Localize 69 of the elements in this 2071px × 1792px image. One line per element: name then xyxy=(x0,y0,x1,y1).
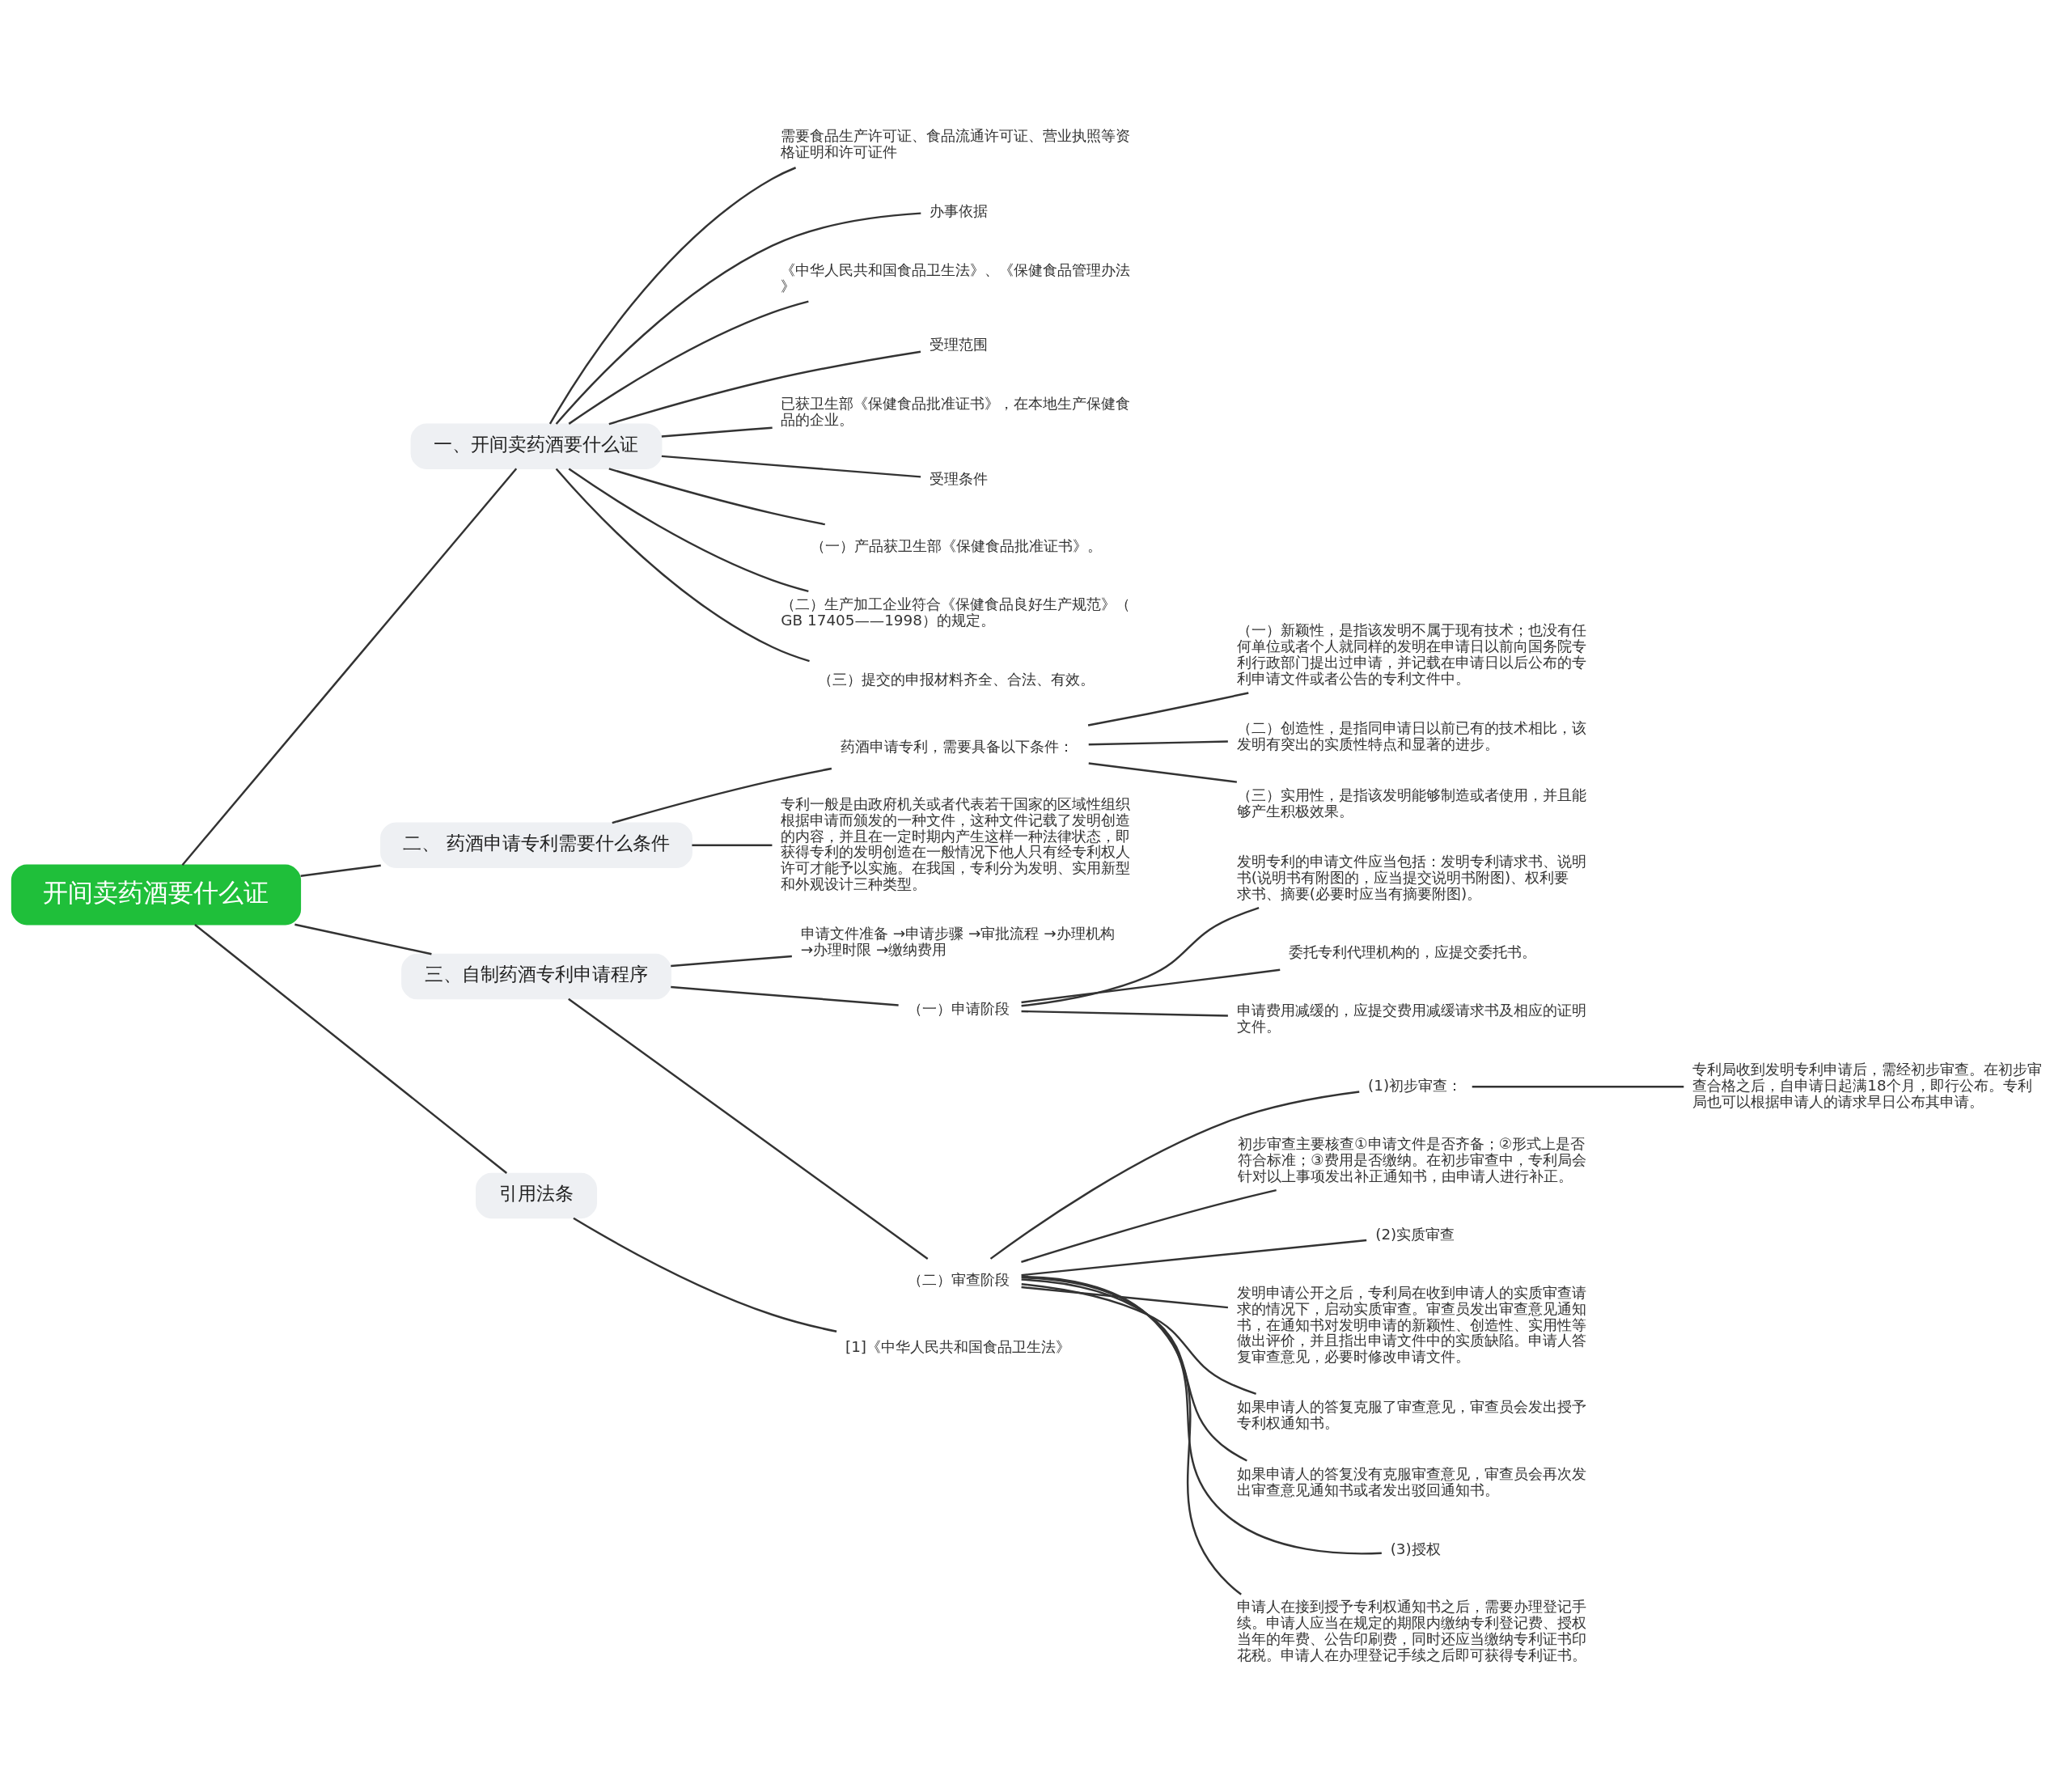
node-text: （三）提交的申报材料齐全、合法、有效。 xyxy=(818,670,1095,688)
connector xyxy=(1087,692,1249,727)
connector xyxy=(989,1091,1360,1260)
node-text: 已获卫生部《保健食品批准证书》，在本地生产保健食品的企业。 xyxy=(781,395,1131,429)
connector xyxy=(1088,740,1228,746)
node-text: （一）申请阶段 xyxy=(907,1000,1010,1018)
connector xyxy=(300,864,381,877)
connector xyxy=(1021,1188,1277,1264)
node-text: 如果申请人的答复克服了审查意见，审查员会发出授予专利权通知书。 xyxy=(1236,1398,1586,1432)
connector xyxy=(671,985,899,1006)
node-text: （一）产品获卫生部《保健食品批准证书》。 xyxy=(811,536,1103,554)
node-text: 专利一般是由政府机关或者代表若干国家的区域性组织根据申请而颁发的一种文件，这种文件记载了发明创造的内容，并且在一定时期内产生这样一种法律状态，即获得专利的发明创造在一般情况下他人只有经专利权人许可才能予以实施。在我国，专利分为发明、实用新型和外观设计三种类型。 xyxy=(781,794,1131,893)
node-text: 申请文件准备 →申请步骤 →审批流程 →办理机构 →办理时限 →缴纳费用 xyxy=(800,925,1115,959)
connector xyxy=(1021,1239,1367,1277)
connector xyxy=(1472,1086,1684,1088)
connector xyxy=(573,1217,837,1332)
connector xyxy=(1088,762,1238,783)
connector xyxy=(612,767,832,824)
node-box: 引用法条 xyxy=(475,1172,597,1219)
connector xyxy=(671,955,792,968)
connector xyxy=(661,426,773,438)
node-text: （二）审查阶段 xyxy=(907,1271,1010,1289)
connector xyxy=(555,468,810,663)
connector xyxy=(548,167,797,425)
connector xyxy=(1021,1282,1256,1396)
node-text: 委托专利代理机构的，应提交委托书。 xyxy=(1289,943,1537,960)
node-text: 申请人在接到授予专利权通知书之后，需要办理登记手续。申请人应当在规定的期限内缴纳专利登记费、授权当年的年费、公告印刷费，同时还应当缴纳专利证书印花税。申请人在办理登记手续之后即可获得专利证书。 xyxy=(1236,1597,1586,1663)
node-text: 受理条件 xyxy=(930,469,989,487)
connector xyxy=(1021,1286,1228,1309)
connector xyxy=(294,923,432,955)
connector xyxy=(661,455,921,478)
connector xyxy=(608,468,825,526)
connector xyxy=(1021,1277,1382,1555)
node-text: 药酒申请专利，需要具备以下条件： xyxy=(840,737,1074,755)
connector xyxy=(1021,1278,1247,1462)
connector xyxy=(1021,1010,1228,1017)
node-text: 如果申请人的答复没有克服审查意见，审查员会再次发出审查意见通知书或者发出驳回通知书。 xyxy=(1236,1465,1586,1498)
node-text: 初步审查主要核查①申请文件是否齐备；②形式上是否符合标准；③费用是否缴纳。在初步审查中，专利局会针对以上事项发出补正通知书，由申请人进行补正。 xyxy=(1238,1134,1586,1184)
node-text: (2)实质审查 xyxy=(1375,1225,1455,1243)
node-text: （二）生产加工企业符合《保健食品良好生产规范》（GB 17405——1998）的规定。 xyxy=(781,595,1131,629)
connector xyxy=(568,300,809,425)
node-box: 开间卖药酒要什么证 xyxy=(11,864,302,926)
connector xyxy=(1021,906,1260,1007)
connector xyxy=(1021,1275,1242,1595)
connector xyxy=(568,468,809,592)
node-text: （二）创造性，是指同申请日以前已有的技术相比，该发明有突出的实质性特点和显著的进步。 xyxy=(1236,719,1586,753)
node-text: 受理范围 xyxy=(930,336,989,354)
node-text: 需要食品生产许可证、食品流通许可证、营业执照等资格证明和许可证件 xyxy=(781,127,1131,161)
connector xyxy=(181,468,518,866)
connector xyxy=(555,212,921,425)
node-text: [1]《中华人民共和国食品卫生法》 xyxy=(845,1338,1070,1356)
node-text: （一）新颖性，是指该发明不属于现有技术；也没有任何单位或者个人就同样的发明在申请日以前向国务院专利行政部门提出过申请，并记载在申请日以后公布的专利申请文件或者公告的专利文件中。 xyxy=(1236,621,1586,688)
node-text: (3)授权 xyxy=(1390,1540,1441,1557)
node-text: 专利局收到发明专利申请后，需经初步审查。在初步审查合格之后，自申请日起满18个月，即行公布。专利局也可以根据申请人的请求早日公布其申请。 xyxy=(1692,1061,2043,1110)
node-box: 三、自制药酒专利申请程序 xyxy=(401,953,671,1000)
node-text: 《中华人民共和国食品卫生法》、《保健食品管理办法》 xyxy=(781,261,1131,294)
node-text: 发明专利的申请文件应当包括：发明专利请求书、说明书(说明书有附图的，应当提交说明书附图)、权利要求书、摘要(必要时应当有摘要附图)。 xyxy=(1236,852,1586,902)
connector xyxy=(608,350,921,426)
connector xyxy=(692,844,773,846)
node-text: 发明申请公开之后，专利局在收到申请人的实质审查请求的情况下，启动实质审查。审查员发出审查意见通知书，在通知书对发明申请的新颖性、创造性、实用性等做出评价，并且指出申请文件中的实质缺陷。申请人答复审查意见，必要时修改申请文件。 xyxy=(1236,1283,1586,1366)
connector xyxy=(568,998,929,1260)
node-text: (1)初步审查： xyxy=(1368,1077,1463,1095)
node-text: 申请费用减缓的，应提交费用减缓请求书及相应的证明文件。 xyxy=(1236,1002,1586,1036)
connector xyxy=(194,924,508,1174)
node-box: 一、开间卖药酒要什么证 xyxy=(410,423,663,470)
node-box: 二、 药酒申请专利需要什么条件 xyxy=(380,822,692,869)
connector xyxy=(1021,968,1281,1004)
node-text: 办事依据 xyxy=(930,202,989,220)
node-text: （三）实用性，是指该发明能够制造或者使用，并且能够产生积极效果。 xyxy=(1236,786,1586,820)
